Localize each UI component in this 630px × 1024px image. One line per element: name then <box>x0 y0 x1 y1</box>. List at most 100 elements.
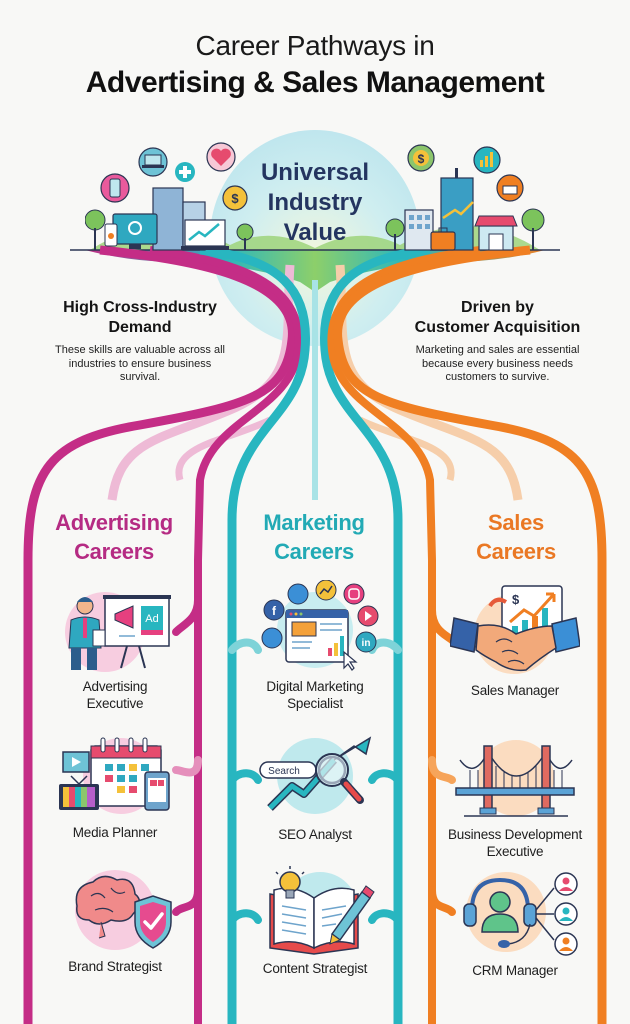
laptop-chart-icon <box>181 219 229 250</box>
hero-heading-line3: Value <box>283 219 347 246</box>
job-title-line: CRM Manager <box>472 963 558 978</box>
job-title-line: Digital Marketing <box>266 679 364 694</box>
job-brand-strategist: Brand Strategist <box>30 866 200 975</box>
sales-careers-heading: Sales Careers <box>430 508 602 566</box>
description-line: Marketing and sales are essential <box>415 344 580 356</box>
category-line: Marketing <box>263 510 365 535</box>
monitor-gear-icon <box>112 213 158 249</box>
job-title-line: Advertising <box>82 679 148 694</box>
job-title-line: Executive <box>486 844 544 859</box>
media-calendar-icon <box>59 737 170 814</box>
twitter-icon <box>261 627 283 649</box>
presenter-megaphone-icon: Ad <box>65 592 171 672</box>
description-line: industries to ensure business <box>68 357 212 370</box>
category-line: Careers <box>74 539 154 564</box>
job-title: SEO Analyst <box>230 826 400 843</box>
title-line2: Advertising & Sales Management <box>85 66 545 99</box>
category-line: Advertising <box>55 510 173 535</box>
job-title: Brand Strategist <box>30 958 200 975</box>
title-line1: Career Pathways in <box>195 30 435 61</box>
job-title-line: Content Strategist <box>262 961 368 976</box>
customer-acquisition-description: Marketing and sales are essential becaus… <box>395 344 600 385</box>
svg-text:f: f <box>272 604 277 618</box>
job-business-development-executive: Business Development Executive <box>430 730 600 860</box>
description-line: These skills are valuable across all <box>55 344 225 356</box>
hero-right-city-illustration: $ <box>385 144 545 251</box>
trend-icon <box>315 580 337 601</box>
heading-line: Demand <box>108 319 172 336</box>
job-title-line: Media Planner <box>72 825 158 840</box>
facebook-icon: f <box>263 599 285 621</box>
tree-icon <box>385 218 405 250</box>
heading-line: Driven by <box>461 299 534 316</box>
heart-pulse-icon <box>206 142 236 172</box>
tree-icon <box>236 223 254 250</box>
job-content-strategist: Content Strategist <box>230 864 400 977</box>
svg-text:$: $ <box>231 191 239 206</box>
lightbulb-icon <box>279 871 301 899</box>
bridge-icon <box>455 740 575 817</box>
job-advertising-executive: Ad Advertising Executive <box>30 588 200 712</box>
dollar-coin-icon: $ <box>407 144 435 172</box>
job-media-planner: Media Planner <box>30 732 200 841</box>
job-title: Media Planner <box>30 824 200 841</box>
category-line: Careers <box>476 539 556 564</box>
briefcase-icon <box>430 227 456 251</box>
storefront-icon <box>474 215 518 251</box>
description-line: customers to survive. <box>445 371 550 383</box>
description-line: because every business needs <box>421 357 574 370</box>
marketing-careers-heading: Marketing Careers <box>228 508 400 566</box>
bar-chart-icon <box>473 146 501 174</box>
job-title-line: Brand Strategist <box>68 959 162 974</box>
job-title: Sales Manager <box>430 682 600 699</box>
advertising-careers-heading: Advertising Careers <box>30 508 198 566</box>
contact-avatar-icon <box>554 932 578 956</box>
pencil-icon <box>329 885 375 945</box>
contact-avatar-icon <box>554 872 578 896</box>
job-title-line: Business Development <box>447 827 583 842</box>
svg-text:$: $ <box>512 592 520 607</box>
svg-text:in: in <box>362 638 371 649</box>
description-line: survival. <box>119 371 161 383</box>
category-line: Careers <box>274 539 354 564</box>
tree-icon <box>85 209 106 250</box>
dollar-coin-icon: $ <box>222 185 248 211</box>
linkedin-icon: in <box>355 631 377 653</box>
browser-social-icon: f in <box>261 580 379 671</box>
job-digital-marketing-specialist: f in Digital Marketing Specialist <box>230 580 400 712</box>
book-lightbulb-icon <box>269 866 375 955</box>
job-title-line: SEO Analyst <box>278 827 352 842</box>
svg-text:Ad: Ad <box>145 613 158 625</box>
hero-heading-line1: Universal <box>260 159 370 186</box>
job-title: Business Development Executive <box>430 826 600 860</box>
job-title-line: Executive <box>86 696 144 711</box>
job-title-line: Specialist <box>287 696 343 711</box>
svg-text:Search: Search <box>268 766 300 777</box>
job-crm-manager: CRM Manager <box>430 866 600 979</box>
youtube-icon <box>357 605 379 627</box>
laptop-icon <box>138 147 168 177</box>
twitter-icon <box>287 583 309 605</box>
headset-network-icon <box>463 872 578 956</box>
customer-acquisition-heading: Driven by Customer Acquisition <box>395 298 600 338</box>
heading-line: High Cross-Industry <box>63 299 217 316</box>
hero-heading-line2: Industry <box>267 189 363 216</box>
job-title: Advertising Executive <box>30 678 200 712</box>
handshake-chart-icon: $ <box>450 585 580 674</box>
job-seo-analyst: Search SEO Analyst <box>230 730 400 843</box>
job-title: Digital Marketing Specialist <box>230 678 400 712</box>
smartphone-icon <box>100 173 130 203</box>
job-title: Content Strategist <box>230 960 400 977</box>
medical-plus-icon <box>175 162 195 182</box>
brain-shield-icon <box>75 870 172 950</box>
trend-arrow-icon <box>442 201 474 220</box>
cross-industry-heading: High Cross-Industry Demand <box>40 298 240 338</box>
hero-left-city-illustration: $ <box>85 142 254 251</box>
cross-industry-description: These skills are valuable across all ind… <box>40 344 240 385</box>
hero-heading: Universal Industry Value <box>215 158 415 248</box>
tree-icon <box>521 208 545 250</box>
cross-industry-demand-block: High Cross-Industry Demand These skills … <box>40 298 240 385</box>
shopping-basket-icon <box>496 174 524 202</box>
customer-acquisition-block: Driven by Customer Acquisition Marketing… <box>395 298 600 385</box>
